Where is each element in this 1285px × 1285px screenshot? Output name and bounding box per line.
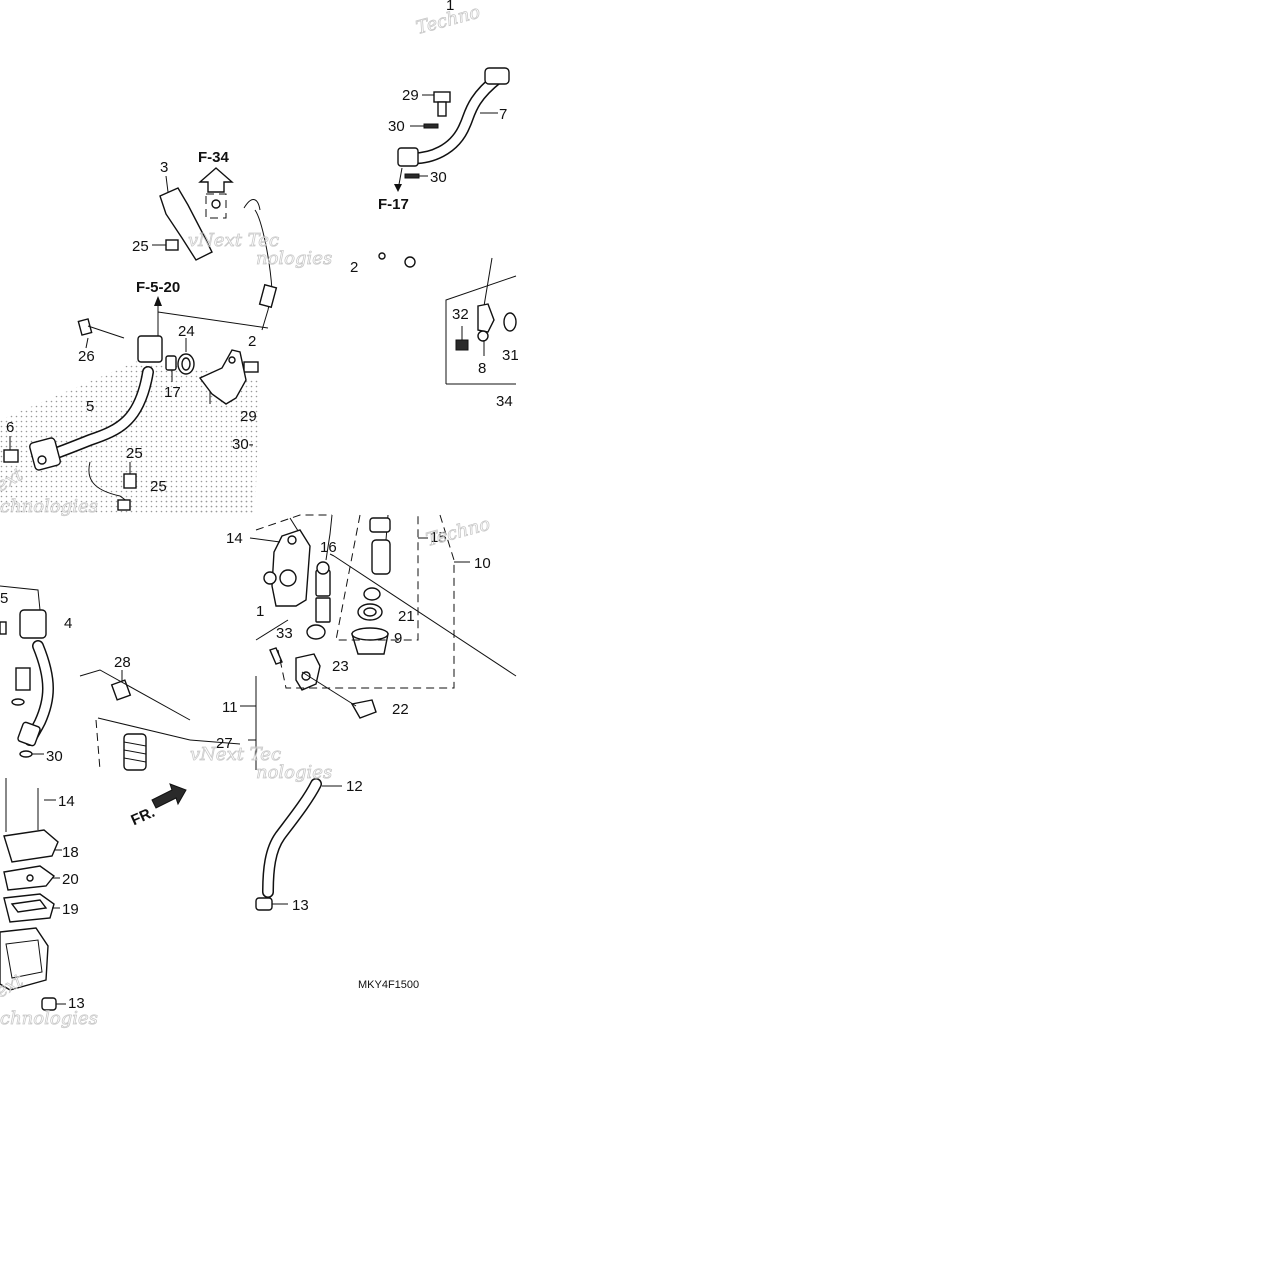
callout-28: 28 (114, 654, 131, 671)
up-arrow-f34 (198, 167, 234, 219)
washer-30-lower (404, 173, 420, 179)
collar-17 (165, 355, 177, 371)
bolt-32 (455, 339, 469, 351)
callout-5-lower: 5 (0, 590, 8, 607)
shaded-area-upper (0, 360, 260, 515)
diaphragm-plate-20 (3, 865, 60, 891)
bolt-28 (110, 679, 132, 701)
shaded-area-lower (160, 485, 255, 515)
callout-13: 13 (292, 897, 309, 914)
callout-5: 5 (86, 398, 94, 415)
bracket-3 (159, 175, 261, 261)
reservoir (0, 927, 49, 991)
callout-30-top: 30 (388, 118, 405, 135)
callout-30-mid: 30- (232, 436, 254, 453)
callout-2-lower: 2 (248, 333, 256, 350)
watermark-6: Techno (424, 514, 493, 551)
hose-5 (29, 335, 163, 471)
watermark-2: vNext Tec (188, 230, 279, 251)
callout-11: 11 (222, 699, 238, 716)
callout-9: 9 (394, 630, 402, 647)
callout-32: 32 (452, 306, 469, 323)
callout-29-mid: 29 (240, 408, 257, 425)
callout-33: 33 (276, 625, 293, 642)
callout-14-lower: 14 (58, 793, 75, 810)
bolt-25-top (152, 239, 179, 251)
hose-4-assembly (0, 585, 54, 747)
spring-27 (123, 733, 147, 771)
callout-16: 16 (320, 539, 337, 556)
cup-21 (363, 587, 381, 601)
watermark-5: chnologies (0, 496, 98, 517)
callout-2: 2 (350, 259, 358, 276)
o-ring-31 (503, 312, 517, 332)
callout-8: 8 (478, 360, 486, 377)
master-cylinder-assembly (249, 514, 517, 719)
bolt-25-mid (123, 473, 137, 489)
callout-22: 22 (392, 701, 409, 718)
callout-31: 31 (502, 347, 519, 364)
bolt-29-top (422, 91, 451, 117)
reference-f34: F-34 (198, 149, 230, 166)
callout-34: 34 (496, 393, 513, 410)
watermark-10: chnologies (0, 1008, 98, 1029)
callout-14: 14 (226, 530, 243, 547)
watermark-8: nologies (256, 762, 332, 783)
callout-7: 7 (499, 106, 507, 123)
callout-10: 10 (474, 555, 491, 572)
callout-25-low: 25 (150, 478, 167, 495)
callout-25-mid: 25 (126, 445, 143, 462)
diaphragm-19 (3, 893, 60, 923)
front-direction-label: FR. (128, 804, 157, 829)
callout-19: 19 (62, 901, 79, 918)
bolt-6 (3, 449, 19, 463)
pin-22 (350, 699, 377, 719)
callout-30-lower: 30 (430, 169, 447, 186)
callout-26: 26 (78, 348, 95, 365)
callout-27: 27 (216, 735, 233, 752)
callout-29-top: 29 (402, 87, 419, 104)
callout-12: 12 (346, 778, 363, 795)
fitting-group-34 (445, 257, 517, 385)
watermark-7: vNext Tec (190, 744, 281, 765)
callout-1: 1 (446, 0, 454, 14)
callout-18: 18 (62, 844, 79, 861)
callout-20: 20 (62, 871, 79, 888)
callout-25-top: 25 (132, 238, 149, 255)
hose-12 (262, 778, 342, 898)
watermark-3: nologies (256, 248, 332, 269)
callout-21: 21 (398, 608, 415, 625)
front-direction-arrow (151, 783, 187, 809)
bolt-left (15, 667, 31, 691)
callout-6: 6 (6, 419, 14, 436)
washer-30-top (423, 123, 439, 129)
clip-13 (255, 897, 273, 911)
reference-f520: F-5-20 (136, 279, 180, 296)
callout-15: 15 (430, 529, 447, 546)
hose-assembly-7 (397, 67, 510, 167)
callout-30-left: 30 (46, 748, 63, 765)
callout-23: 23 (332, 658, 349, 675)
reference-f17: F-17 (378, 196, 409, 213)
callout-3: 3 (160, 159, 168, 176)
callout-4: 4 (64, 615, 72, 632)
callout-24: 24 (178, 323, 195, 340)
reservoir-cap-18 (3, 829, 62, 863)
callout-1-cyl: 1 (256, 603, 264, 620)
bracket-1 (198, 349, 247, 405)
callout-17: 17 (164, 384, 181, 401)
nut-33 (306, 624, 326, 640)
callout-13-left: 13 (68, 995, 85, 1012)
diagram-code: MKY4F1500 (358, 979, 419, 991)
bolt-26 (77, 318, 125, 349)
